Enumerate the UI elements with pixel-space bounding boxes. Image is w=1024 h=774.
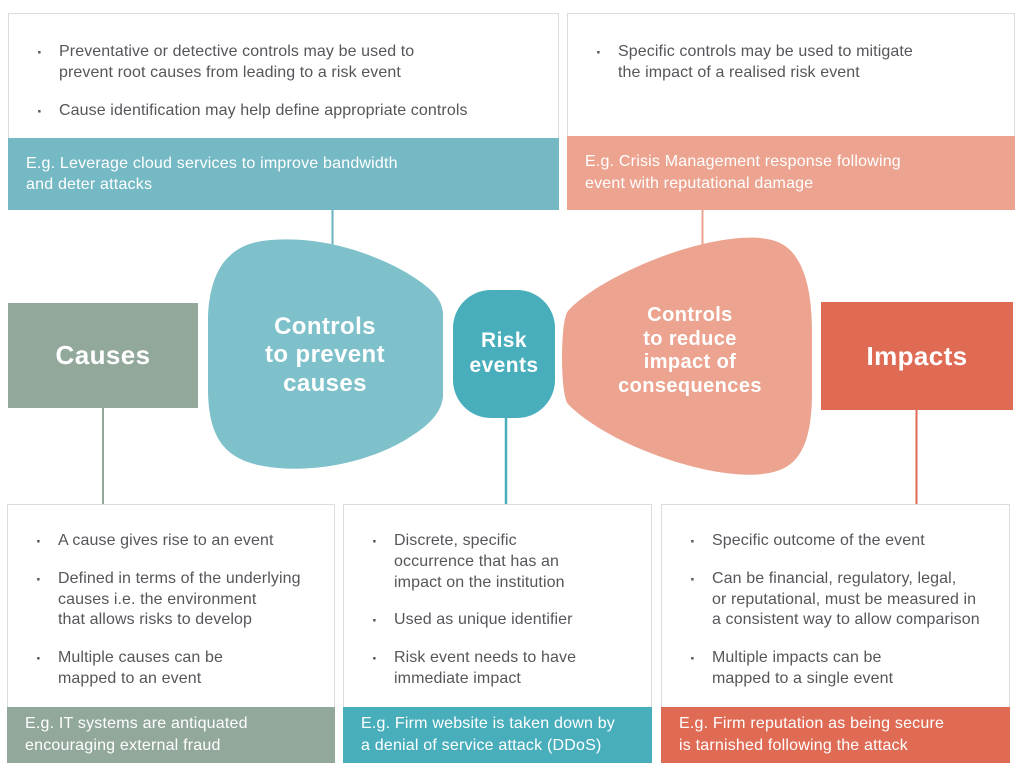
risk-events-node: Risk events [453, 290, 555, 418]
bullet-item: Defined in terms of the underlying cause… [8, 569, 328, 631]
bullet-item: Preventative or detective controls may b… [9, 42, 509, 84]
bullet-item: Specific outcome of the event [662, 531, 1002, 553]
causes-detail-panel-body: A cause gives rise to an event Defined i… [7, 504, 335, 707]
impacts-example-footer: E.g. Firm reputation as being secure is … [661, 706, 1010, 763]
bullet-item: Discrete, specific occurrence that has a… [344, 531, 644, 593]
risk-events-example-footer: E.g. Firm website is taken down by a den… [343, 706, 652, 763]
reduce-controls-panel: Specific controls may be used to mitigat… [567, 13, 1015, 210]
causes-bullet-list: A cause gives rise to an event Defined i… [8, 531, 328, 690]
example-text: E.g. Firm reputation as being secure is … [679, 715, 945, 754]
impacts-bullet-list: Specific outcome of the event Can be fin… [662, 531, 1002, 690]
example-text: E.g. IT systems are antiquated encouragi… [25, 715, 248, 754]
causes-detail-panel: A cause gives rise to an event Defined i… [7, 504, 335, 763]
bullet-item: Risk event needs to have immediate impac… [344, 648, 644, 690]
risk-events-label: Risk events [469, 329, 539, 377]
risk-events-detail-panel-body: Discrete, specific occurrence that has a… [343, 504, 652, 707]
prevent-controls-panel: Preventative or detective controls may b… [8, 13, 559, 210]
example-text: E.g. Firm website is taken down by a den… [361, 715, 616, 754]
causes-example-footer: E.g. IT systems are antiquated encouragi… [7, 706, 335, 763]
causes-node: Causes [8, 303, 198, 408]
prevent-controls-panel-body: Preventative or detective controls may b… [8, 13, 559, 139]
bullet-item: Multiple causes can be mapped to an even… [8, 648, 328, 690]
impacts-node: Impacts [821, 302, 1013, 410]
impacts-label: Impacts [866, 340, 968, 371]
reduce-controls-panel-body: Specific controls may be used to mitigat… [567, 13, 1015, 136]
reduce-controls-bullet-list: Specific controls may be used to mitigat… [568, 42, 988, 84]
causes-label: Causes [55, 340, 151, 371]
bullet-item: A cause gives rise to an event [8, 531, 328, 553]
prevent-controls-bullet-list: Preventative or detective controls may b… [9, 42, 509, 123]
impacts-detail-panel-body: Specific outcome of the event Can be fin… [661, 504, 1010, 707]
reduce-controls-example-footer: E.g. Crisis Management response followin… [567, 136, 1015, 210]
reduce-controls-label: Controls to reduce impact of consequence… [618, 304, 762, 397]
bullet-item: Can be financial, regulatory, legal, or … [662, 569, 1002, 631]
example-text: E.g. Leverage cloud services to improve … [26, 154, 398, 194]
bullet-item: Cause identification may help define app… [9, 101, 509, 123]
risk-events-bullet-list: Discrete, specific occurrence that has a… [344, 531, 644, 690]
bullet-item: Used as unique identifier [344, 610, 644, 632]
prevent-controls-label: Controls to prevent causes [264, 313, 385, 397]
risk-events-detail-panel: Discrete, specific occurrence that has a… [343, 504, 652, 763]
bullet-item: Multiple impacts can be mapped to a sing… [662, 648, 1002, 690]
impacts-detail-panel: Specific outcome of the event Can be fin… [661, 504, 1010, 763]
bullet-item: Specific controls may be used to mitigat… [568, 42, 988, 84]
example-text: E.g. Crisis Management response followin… [585, 153, 901, 192]
prevent-controls-example-footer: E.g. Leverage cloud services to improve … [8, 138, 559, 210]
